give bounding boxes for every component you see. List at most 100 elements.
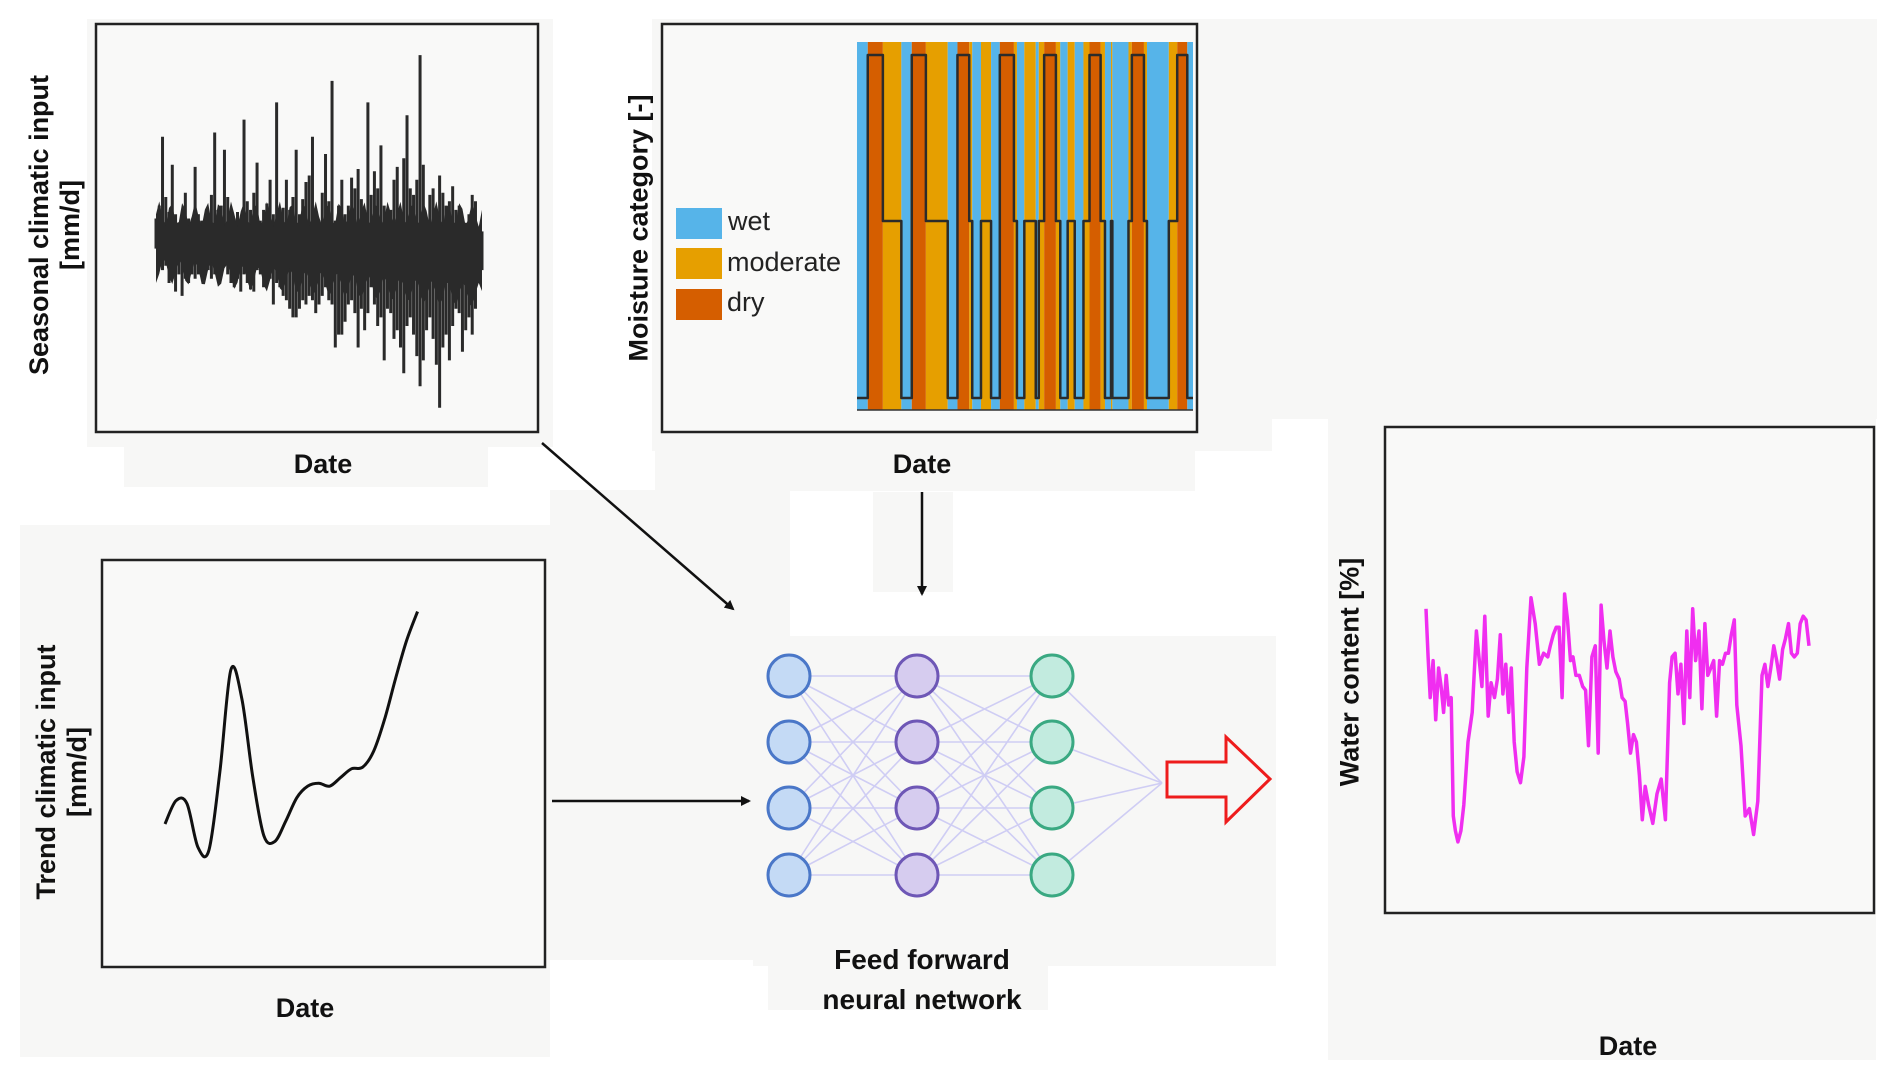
output-arrow-icon: [1165, 733, 1273, 826]
moisture-band-wet: [1016, 42, 1025, 410]
seasonal-ylabel-line2: [mm/d]: [55, 180, 85, 270]
network-edge: [916, 741, 1053, 876]
moisture-band-dry: [957, 42, 970, 410]
trend-ylabel-line2: [mm/d]: [62, 727, 92, 818]
network-node-output: [1029, 785, 1075, 831]
network-node-hidden: [894, 719, 940, 765]
water-content-plot-frame: [1383, 425, 1876, 915]
network-edge: [788, 741, 918, 876]
moisture-band-dry: [1177, 42, 1188, 410]
network-edge: [788, 675, 918, 876]
moisture-arrow-bg: [873, 492, 953, 592]
moisture-band-moderate: [980, 42, 992, 410]
moisture-band-moderate: [969, 42, 973, 410]
network-edge: [916, 807, 1053, 876]
moisture-band-dry: [867, 42, 883, 410]
network-title: Feed forward neural network: [822, 940, 1021, 1020]
moisture-band-moderate: [1055, 42, 1061, 410]
moisture-band-moderate: [1038, 42, 1045, 410]
moisture-band-moderate: [1067, 42, 1075, 410]
network-nodes: [766, 653, 1075, 898]
trend-chart: [100, 558, 547, 969]
moisture-band-wet: [1035, 42, 1039, 410]
moisture-legend: [676, 208, 722, 320]
moisture-band-wet: [1060, 42, 1068, 410]
moisture-band-wet: [1074, 42, 1084, 410]
trend-plot-frame: [100, 558, 547, 969]
moisture-band-moderate: [1100, 42, 1105, 410]
legend-swatch-moderate: [676, 248, 722, 279]
network-edge: [788, 675, 918, 743]
seasonal-ylabel-line1: Seasonal climatic input: [23, 74, 54, 376]
moisture-chart: [660, 22, 1199, 434]
moisture-band-dry: [1089, 42, 1101, 410]
network-panel-bg: [753, 636, 1276, 966]
network-node-input: [766, 852, 812, 898]
trend-ylabel: Trend climatic input [mm/d]: [31, 644, 93, 899]
moisture-band-wet: [901, 42, 912, 410]
arrow-seasonal-to-network: [541, 442, 735, 611]
moisture-step-line: [857, 53, 1193, 400]
network-node-hidden: [894, 852, 940, 898]
trend-line: [163, 611, 419, 859]
moisture-band-dry: [911, 42, 926, 410]
moisture-band-wet: [947, 42, 958, 410]
moisture-band-dry: [1131, 42, 1144, 410]
trend-xlabel: Date: [275, 992, 335, 1023]
moisture-xlabel-bg: [655, 451, 1195, 491]
legend-label-dry: dry: [727, 287, 765, 317]
network-title-line1: Feed forward: [834, 944, 1010, 975]
middle-bg: [550, 490, 790, 960]
moisture-band-wet: [1187, 42, 1193, 410]
network-node-input: [766, 719, 812, 765]
legend-swatch-wet: [676, 208, 722, 239]
network-node-output: [1029, 852, 1075, 898]
water-content-ylabel: Water content [%]: [1334, 557, 1365, 787]
trend-ylabel-line1: Trend climatic input: [30, 644, 61, 900]
moisture-band-wet: [1146, 42, 1169, 410]
network-node-output: [1029, 653, 1075, 699]
seasonal-xlabel-bg: [124, 447, 488, 487]
moisture-band-moderate: [1013, 42, 1017, 410]
network-output-edge: [1051, 675, 1163, 784]
network-edges: [788, 675, 1163, 876]
network-node-hidden: [894, 653, 940, 699]
moisture-band-wet: [1104, 42, 1112, 410]
moisture-band-moderate: [925, 42, 948, 410]
right-panel-bg: [1247, 19, 1877, 419]
water-content-xlabel: Date: [1598, 1030, 1658, 1061]
moisture-band-moderate: [882, 42, 902, 410]
moisture-band-moderate: [1168, 42, 1178, 410]
moisture-band-wet: [857, 42, 868, 410]
network-node-hidden: [894, 785, 940, 831]
seasonal-xlabel: Date: [293, 448, 353, 479]
moisture-band-moderate: [1128, 42, 1132, 410]
moisture-xlabel: Date: [892, 448, 952, 479]
network-edge: [788, 807, 918, 876]
legend-label-moderate: moderate: [727, 247, 842, 277]
network-edge: [916, 675, 1053, 809]
network-edge: [916, 675, 1053, 743]
network-node-input: [766, 785, 812, 831]
network-edge: [788, 675, 918, 809]
moisture-ylabel: Moisture category [-]: [623, 94, 654, 362]
water-content-chart: [1383, 425, 1876, 915]
water-content-line: [1424, 592, 1811, 844]
network-output-edge: [1051, 782, 1163, 876]
moisture-band-dry: [1044, 42, 1056, 410]
network-node-output: [1029, 719, 1075, 765]
network-label-bg: [768, 930, 1048, 1010]
moisture-band-wet: [972, 42, 981, 410]
legend-label-wet: wet: [728, 206, 771, 236]
seasonal-core-band: [156, 201, 482, 307]
seasonal-chart: [94, 22, 540, 434]
moisture-band-wet: [1112, 42, 1129, 410]
moisture-band-dry: [999, 42, 1014, 410]
network-edge: [916, 675, 1053, 876]
moisture-band-moderate: [1083, 42, 1090, 410]
moisture-band-moderate: [1143, 42, 1147, 410]
moisture-band-moderate: [1024, 42, 1036, 410]
legend-swatch-dry: [676, 289, 722, 320]
network-node-input: [766, 653, 812, 699]
seasonal-ylabel: Seasonal climatic input [mm/d]: [24, 75, 86, 375]
